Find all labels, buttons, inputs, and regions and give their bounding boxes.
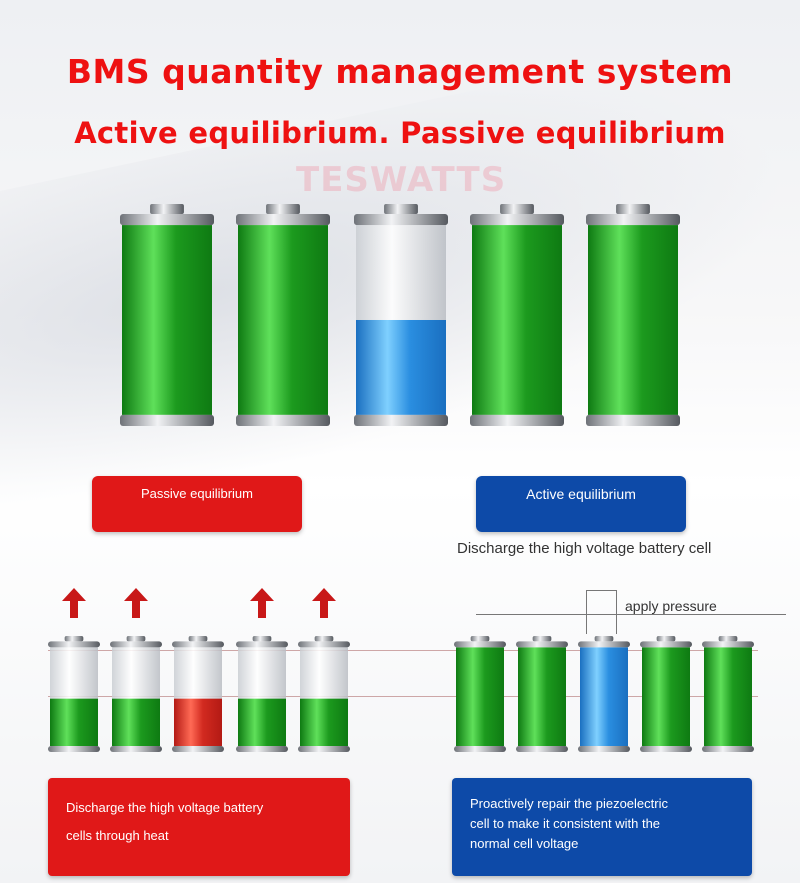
top-cell-5 [586,204,680,426]
active-description-line1: Proactively repair the piezoelectric [470,796,668,811]
sub-title: Active equilibrium. Passive equilibrium [74,116,726,150]
up-arrow-icon [312,588,336,618]
passive-cell-2 [110,636,162,752]
up-arrow-icon [250,588,274,618]
top-cell-3 [354,204,448,426]
active-cell-5 [702,636,754,752]
passive-cell-3 [172,636,224,752]
active-equilibrium-label: Active equilibrium [476,476,686,532]
passive-cell-4 [236,636,288,752]
active-cell-2 [516,636,568,752]
passive-description: Discharge the high voltage battery cells… [48,778,350,876]
passive-cell-5 [298,636,350,752]
pressure-bracket-cap [586,590,617,591]
top-cell-2 [236,204,330,426]
active-description-line2: cell to make it consistent with the [470,816,661,831]
passive-equilibrium-label: Passive equilibrium [92,476,302,532]
passive-level-line-top [48,650,758,651]
pressure-caption: apply pressure [625,598,717,614]
top-cell-1 [120,204,214,426]
pressure-bracket-right [616,590,617,634]
pressure-line-horizontal [476,614,786,615]
active-description-line3: normal cell voltage [470,836,579,851]
active-cell-4 [640,636,692,752]
up-arrow-icon [124,588,148,618]
passive-description-line2: cells through heat [66,828,169,843]
up-arrow-icon [62,588,86,618]
active-caption: Discharge the high voltage battery cell [457,540,712,557]
main-title: BMS quantity management system [66,52,734,91]
top-cell-4 [470,204,564,426]
pressure-bracket-top [586,590,587,634]
passive-cell-1 [48,636,100,752]
watermark: TESWATTS [296,160,507,200]
active-cell-1 [454,636,506,752]
active-description: Proactively repair the piezoelectric cel… [452,778,752,876]
passive-level-line-mid [48,696,758,697]
active-cell-3 [578,636,630,752]
passive-description-line1: Discharge the high voltage battery [66,800,264,815]
